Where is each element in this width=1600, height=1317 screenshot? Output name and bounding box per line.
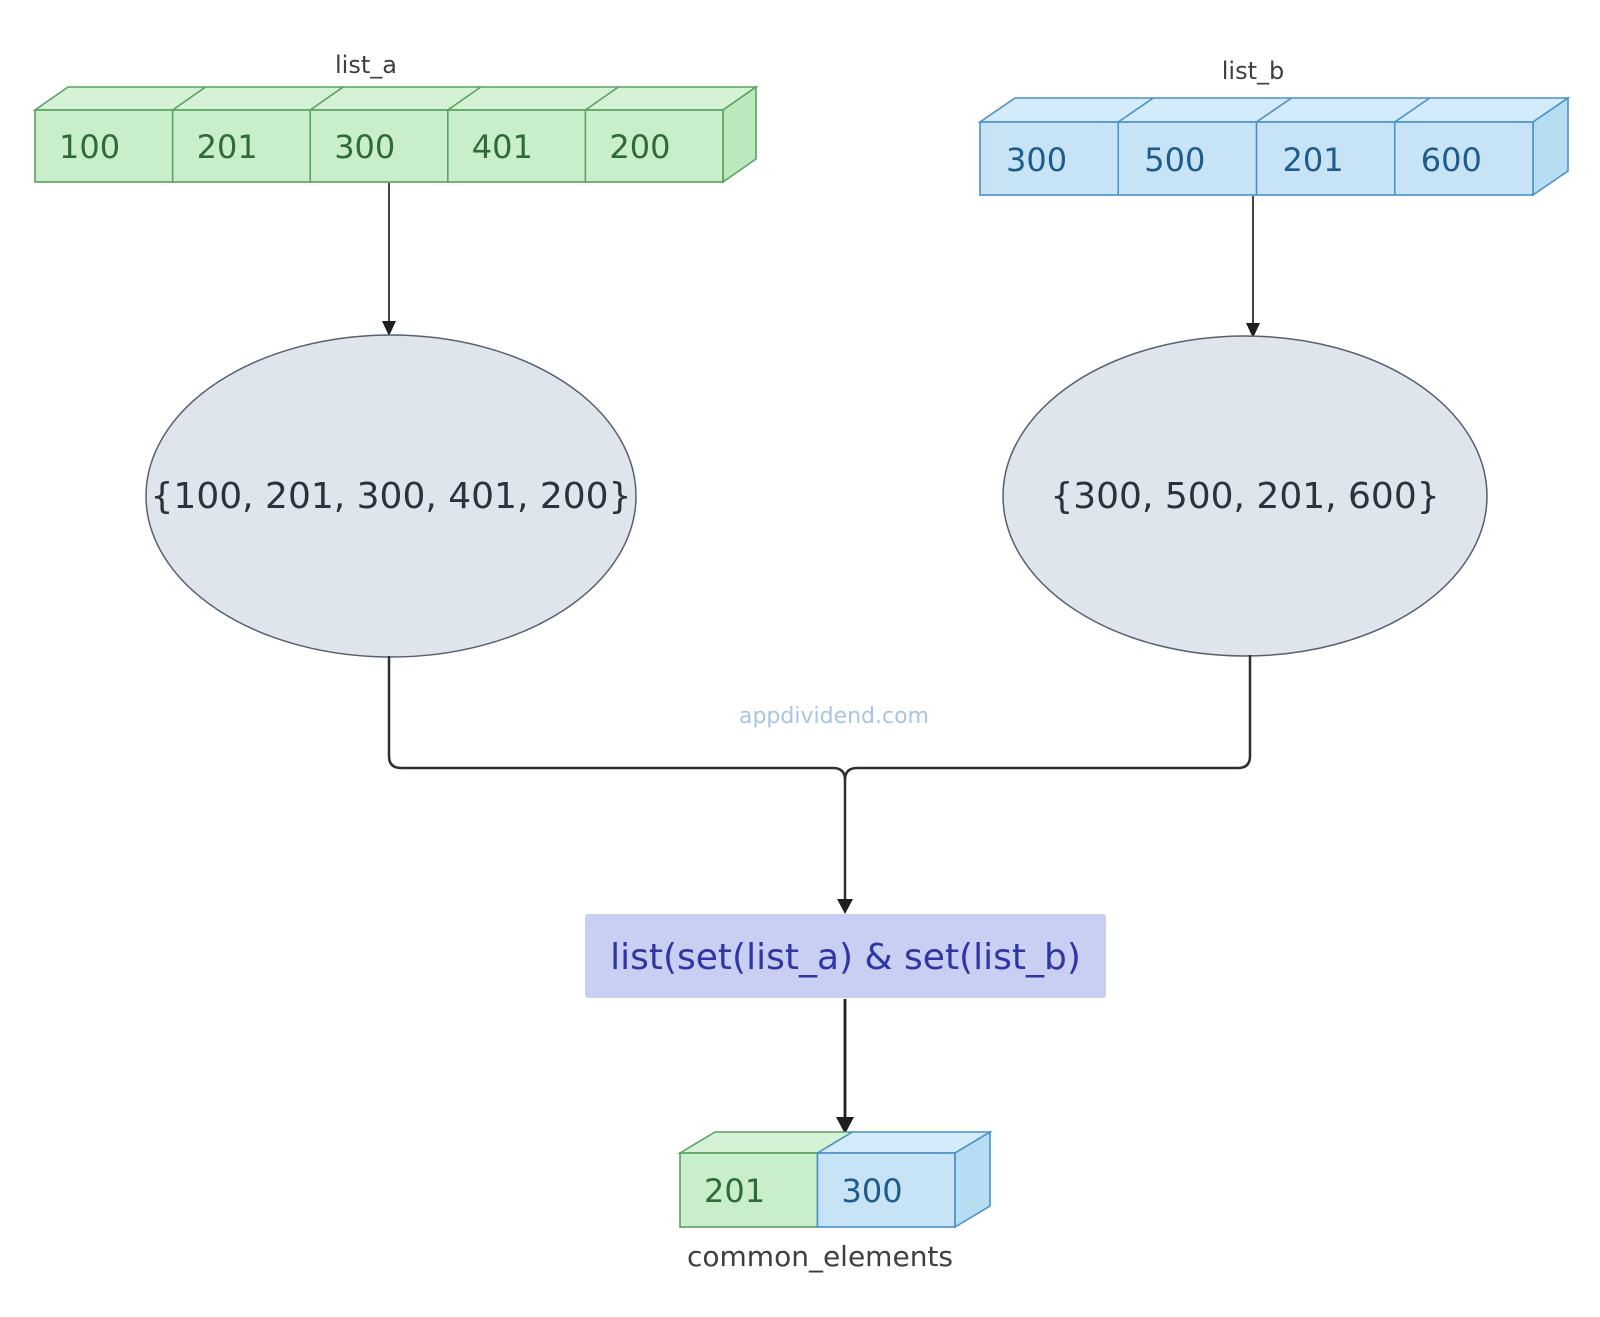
arrow-list-a-to-set [382, 183, 396, 336]
arrow-list-b-to-set [1246, 196, 1260, 338]
result-cell-green [679, 1152, 819, 1228]
list-b-cell-value: 500 [1144, 141, 1205, 179]
arrowhead-icon [1246, 323, 1260, 338]
set-a-group: {100, 201, 300, 401, 200} [145, 334, 637, 658]
list-a-top-divider [309, 86, 344, 111]
list-b-label: list_b [1222, 57, 1284, 85]
set-a-text: {100, 201, 300, 401, 200} [151, 476, 632, 517]
list-a-front-face [34, 109, 724, 183]
connector-sets-to-operation [387, 655, 1252, 914]
arrow-operation-to-result [836, 999, 854, 1134]
list-a-label: list_a [335, 51, 397, 79]
list-a-top-divider [584, 86, 619, 111]
list-b-top-divider [1117, 97, 1154, 123]
result-group: 201 300 common_elements [677, 1130, 993, 1273]
list-b-top-divider [1256, 97, 1292, 123]
operation-group: list(set(list_a) & set(list_b) [585, 914, 1106, 998]
list-a-cell-value: 401 [472, 128, 533, 166]
list-b-top-divider [1394, 97, 1431, 123]
result-label: common_elements [687, 1240, 953, 1273]
list-a-cell-value: 100 [59, 128, 120, 166]
list-a-cell-value: 200 [609, 128, 670, 166]
list-a-top-face [32, 86, 759, 111]
list-b-cell-value: 600 [1421, 141, 1482, 179]
set-b-group: {300, 500, 201, 600} [1002, 335, 1488, 657]
list-b-group: list_b 300 500 201 600 [977, 57, 1571, 197]
connector-left [387, 656, 847, 901]
list-a-top-divider [447, 86, 482, 111]
list-b-cell-value: 300 [1006, 141, 1067, 179]
set-b-text: {300, 500, 201, 600} [1050, 476, 1439, 517]
list-b-cell-value: 201 [1283, 141, 1344, 179]
connector-right [843, 655, 1252, 781]
result-cell-value: 201 [704, 1172, 765, 1210]
list-a-top-divider [172, 86, 207, 111]
result-cell-value: 300 [842, 1172, 903, 1210]
set-b-ellipse [1002, 335, 1488, 657]
watermark-text: appdividend.com [739, 704, 929, 729]
result-cell-blue [816, 1152, 956, 1228]
operation-box [585, 914, 1106, 998]
operation-expression: list(set(list_a) & set(list_b) [610, 937, 1081, 978]
arrowhead-icon [382, 321, 396, 336]
arrowhead-icon [837, 899, 853, 914]
arrowhead-icon [836, 1117, 854, 1134]
list-a-cell-value: 201 [197, 128, 258, 166]
set-a-ellipse [145, 334, 637, 658]
list-a-group: list_a 100 201 300 401 200 [32, 51, 759, 184]
list-a-cell-value: 300 [334, 128, 395, 166]
